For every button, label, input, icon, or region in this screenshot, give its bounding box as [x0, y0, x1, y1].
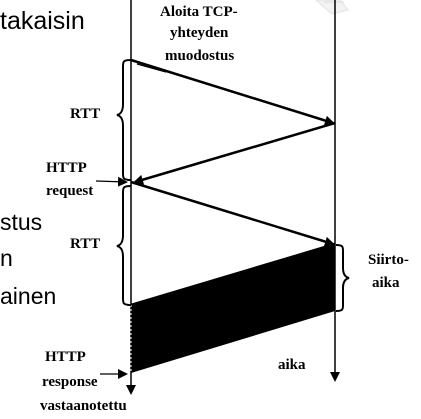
siirtoaika-brace: [335, 244, 350, 312]
http-request-pointer: [95, 176, 128, 187]
http-request-arrow: [130, 180, 335, 247]
corner-decoration: [315, 0, 349, 15]
http-request-label-line2: request: [46, 183, 93, 199]
label-aloita-tcp: Aloita TCP-: [160, 4, 238, 20]
left-fragment-2: stus: [0, 209, 42, 235]
transfer-band-edge: [130, 242, 336, 307]
siirtoaika-label-line1: Siirto-: [368, 252, 409, 268]
tcp-syn-arrow: [130, 58, 335, 126]
rtt-brace-1: [116, 59, 132, 181]
left-fragment-1: takaisin: [0, 7, 85, 35]
rtt-brace-2: [116, 185, 132, 306]
http-response-label-line3: vastaanotettu: [40, 398, 127, 414]
label-muodostus: muodostus: [165, 48, 234, 64]
siirtoaika-label-line2: aika: [372, 275, 400, 291]
http-response-label-line2: response: [42, 374, 98, 390]
response-transfer-band: [131, 244, 335, 373]
label-yhteyden: yhteyden: [170, 25, 229, 41]
http-response-label-line1: HTTP: [45, 349, 86, 365]
http-request-label-line1: HTTP: [46, 160, 87, 176]
left-fragment-3: n: [0, 245, 13, 271]
rtt-label-2: RTT: [70, 236, 100, 252]
tcp-synack-arrow: [133, 121, 336, 185]
rtt-label-1: RTT: [70, 106, 100, 122]
aika-label: aika: [278, 357, 306, 373]
left-fragment-4: ainen: [0, 283, 56, 309]
